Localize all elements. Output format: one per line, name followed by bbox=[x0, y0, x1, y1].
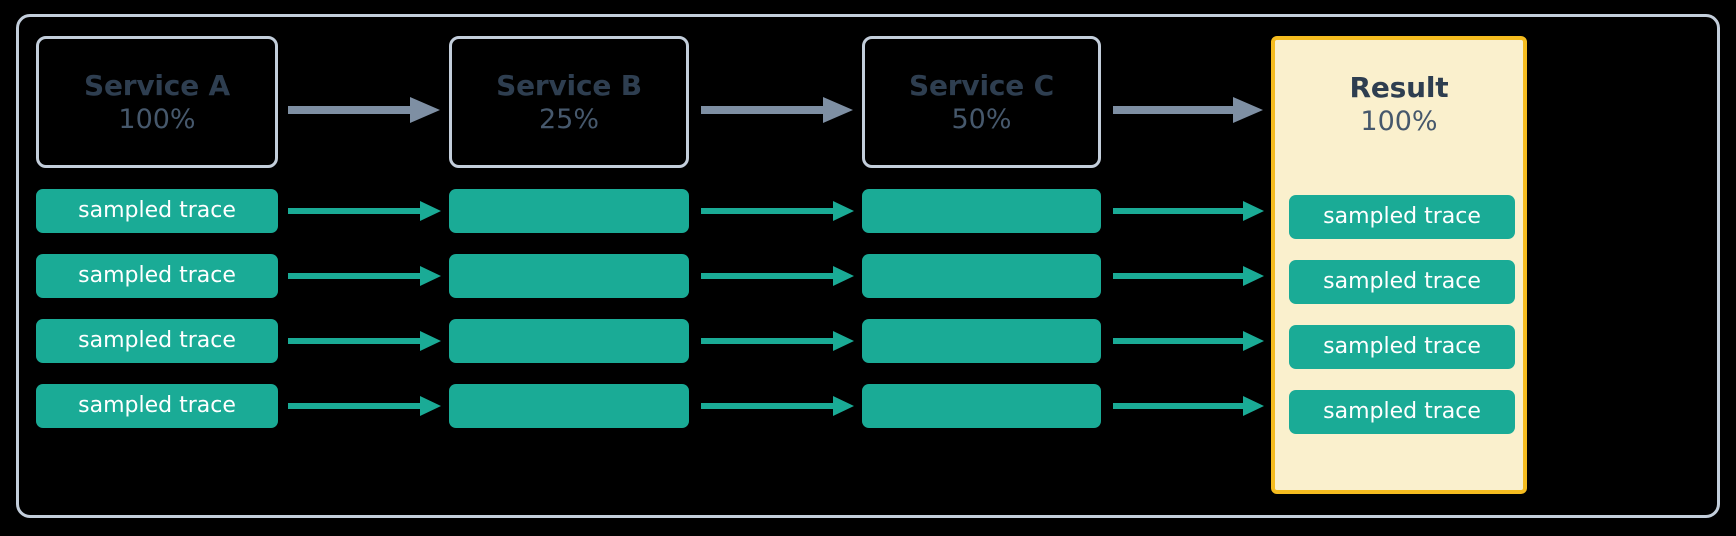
trace-bar bbox=[449, 384, 689, 428]
trace-bar bbox=[862, 319, 1101, 363]
result-percent: 100% bbox=[1360, 105, 1438, 137]
trace-bar: sampled trace bbox=[1289, 325, 1515, 369]
trace-arrow-b-to-c bbox=[701, 266, 854, 286]
service-box-c: Service C 50% bbox=[862, 36, 1101, 168]
trace-bar: sampled trace bbox=[1289, 195, 1515, 239]
trace-arrow-a-to-b bbox=[288, 331, 441, 351]
trace-bar bbox=[862, 254, 1101, 298]
trace-arrow-c-to-result bbox=[1113, 266, 1264, 286]
trace-bar bbox=[449, 189, 689, 233]
service-call-arrow-b-to-c bbox=[701, 97, 853, 123]
trace-label: sampled trace bbox=[78, 393, 236, 418]
trace-arrow-b-to-c bbox=[701, 331, 854, 351]
trace-bar: sampled trace bbox=[36, 189, 278, 233]
trace-label: sampled trace bbox=[78, 263, 236, 288]
trace-bar bbox=[449, 254, 689, 298]
service-c-percent: 50% bbox=[951, 103, 1012, 135]
trace-bar: sampled trace bbox=[36, 319, 278, 363]
trace-label: sampled trace bbox=[1323, 204, 1481, 229]
result-name: Result bbox=[1349, 70, 1449, 104]
trace-arrow-a-to-b bbox=[288, 266, 441, 286]
trace-label: sampled trace bbox=[78, 198, 236, 223]
trace-arrow-c-to-result bbox=[1113, 331, 1264, 351]
service-b-name: Service B bbox=[496, 68, 642, 102]
trace-label: sampled trace bbox=[1323, 399, 1481, 424]
trace-bar: sampled trace bbox=[36, 384, 278, 428]
trace-bar: sampled trace bbox=[1289, 390, 1515, 434]
service-b-percent: 25% bbox=[538, 103, 599, 135]
trace-arrow-b-to-c bbox=[701, 201, 854, 221]
service-call-arrow-a-to-b bbox=[288, 97, 440, 123]
trace-arrow-b-to-c bbox=[701, 396, 854, 416]
service-c-name: Service C bbox=[909, 68, 1054, 102]
trace-label: sampled trace bbox=[1323, 334, 1481, 359]
trace-bar bbox=[862, 189, 1101, 233]
result-header: Result 100% bbox=[1275, 40, 1523, 168]
trace-bar: sampled trace bbox=[36, 254, 278, 298]
trace-bar bbox=[449, 319, 689, 363]
service-call-arrow-c-to-result bbox=[1113, 97, 1263, 123]
result-box: Result 100% sampled trace sampled trace … bbox=[1271, 36, 1527, 494]
trace-label: sampled trace bbox=[78, 328, 236, 353]
service-box-a: Service A 100% bbox=[36, 36, 278, 168]
trace-arrow-c-to-result bbox=[1113, 396, 1264, 416]
trace-bar bbox=[862, 384, 1101, 428]
trace-bar: sampled trace bbox=[1289, 260, 1515, 304]
service-a-name: Service A bbox=[83, 68, 231, 102]
service-box-b: Service B 25% bbox=[449, 36, 689, 168]
trace-arrow-a-to-b bbox=[288, 201, 441, 221]
trace-label: sampled trace bbox=[1323, 269, 1481, 294]
service-a-percent: 100% bbox=[118, 103, 196, 135]
trace-arrow-a-to-b bbox=[288, 396, 441, 416]
trace-arrow-c-to-result bbox=[1113, 201, 1264, 221]
diagram-frame: Service A 100% Service B 25% Service C 5… bbox=[16, 14, 1720, 518]
